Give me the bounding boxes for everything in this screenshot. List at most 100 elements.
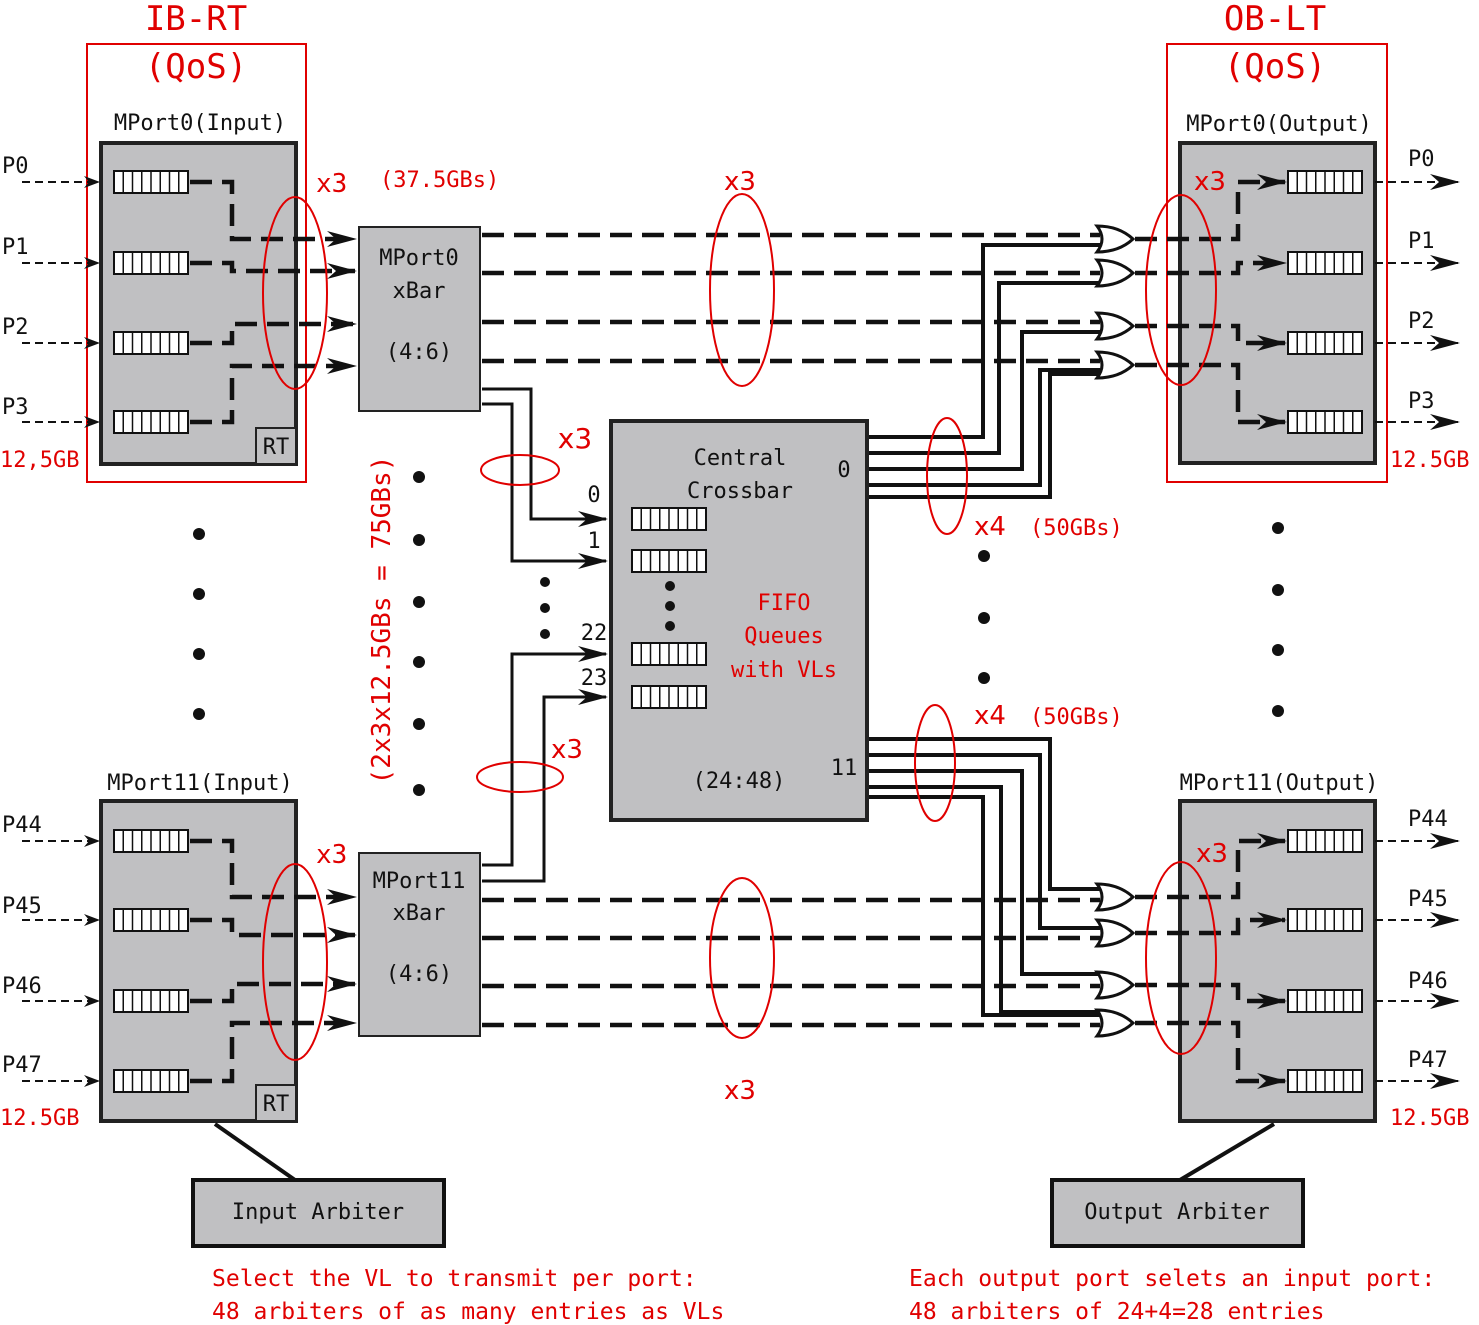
xbar-bypass-links-bot [482,897,1100,1028]
input-vl-queue [113,908,189,932]
rt-label-bot: RT [263,1092,290,1117]
port-label-p3-in: P3 [2,395,29,420]
central-in-23: 23 [581,666,608,691]
qos-link-ellipse [1145,194,1217,386]
central-line2: Crossbar [687,479,793,504]
central-crossbar [609,419,869,822]
port-label-p47-in: P47 [2,1053,42,1078]
qos-link-ellipse [262,863,328,1061]
input-vl-queue [113,331,189,355]
qos-link-ellipse [926,417,968,535]
or-gate [1093,311,1136,341]
link-group-ellipse-upper [480,454,560,486]
fifo-line1: FIFO [758,591,811,616]
ellipsis-dots [193,471,1284,796]
input-arbiter-label: Input Arbiter [232,1200,404,1225]
port-label-p44-out: P44 [1408,807,1448,832]
input-vl-queue [113,989,189,1013]
port-label-p2-out: P2 [1408,309,1435,334]
rt-box-top [255,427,297,465]
mult-x4-top-bw: (50GBs) [1030,516,1123,541]
qos-link-ellipse [262,196,328,390]
mport0-output-label: MPort0(Output) [1186,112,1371,137]
input-arbiter-box [191,1178,446,1248]
mult-x3-mid-top: x3 [724,167,756,197]
input-arbiter-note-2: 48 arbiters of as many entries as VLs [212,1299,724,1325]
port-label-p44-in: P44 [2,813,42,838]
mport11-input-label: MPort11(Input) [107,771,292,796]
mport11-xbar-ratio: (4:6) [386,962,452,987]
central-out-bus-top [869,243,1100,499]
output-vl-queue [1287,989,1363,1013]
port-label-p1-in: P1 [2,235,29,260]
mult-x3-central-top: x3 [558,422,592,455]
mport0-xbar-line2: xBar [393,279,446,304]
output-vl-queue [1287,908,1363,932]
central-fifo-queue [631,549,707,573]
port-queues [113,170,1363,1093]
central-fifo-queue [631,642,707,666]
output-arbiter-note-2: 48 arbiters of 24+4=28 entries [909,1299,1324,1325]
rate-in-top: 12,5GB [0,448,79,473]
central-ratio: (24:48) [693,769,786,794]
mport11-output-box [1178,799,1377,1123]
mult-x3-in-top: x3 [316,169,347,199]
input-arbiter-connector [213,1122,297,1182]
output-vl-queue [1287,1069,1363,1093]
central-in-1: 1 [587,529,600,554]
central-out-11: 11 [831,756,858,781]
mport11-xbar-line2: xBar [393,901,446,926]
input-vl-queue [113,1069,189,1093]
output-vl-queue [1287,251,1363,275]
port-label-p46-in: P46 [2,974,42,999]
port-label-p45-in: P45 [2,894,42,919]
mult-x3-out-top: x3 [1194,167,1226,197]
ib-rt-title: IB-RT [145,0,247,39]
input-vl-queue [113,170,189,194]
or-gate [1093,258,1136,288]
port-label-p0-out: P0 [1408,147,1435,172]
central-in-0: 0 [587,483,600,508]
qos-link-ellipse [709,193,775,387]
mult-x4-bot: x4 [974,701,1006,731]
or-gate [1093,918,1136,948]
input-vl-queue [113,410,189,434]
vertical-bandwidth-label: (2x3x12.5GBs = 75GBs) [367,456,397,785]
mport0-xbar-bw: (37.5GBs) [380,168,499,193]
central-fifo-queue [631,507,707,531]
rt-label-top: RT [263,435,290,460]
ob-lt-title: OB-LT [1224,0,1326,39]
or-gate [1093,350,1136,380]
output-vl-queue [1287,410,1363,434]
ob-lt-subtitle: (QoS) [1224,47,1326,87]
output-arbiter-label: Output Arbiter [1084,1200,1269,1225]
input-internal-links-bot [190,838,357,1084]
port-label-p45-out: P45 [1408,887,1448,912]
rate-out-top: 12.5GB [1390,448,1469,473]
ib-rt-subtitle: (QoS) [145,47,247,87]
central-fifo-queue [631,685,707,709]
external-port-arrows [22,174,1460,1089]
rate-out-bot: 12.5GB [1390,1106,1469,1131]
mult-x3-central-bot: x3 [551,735,583,765]
input-vl-queue [113,251,189,275]
mport0-output-box [1178,141,1377,465]
qos-link-ellipse [914,704,956,822]
rate-in-bot: 12.5GB [0,1106,79,1131]
input-vl-queue [113,829,189,853]
mport0-input-label: MPort0(Input) [114,111,286,136]
mport0-xbar-line1: MPort0 [379,246,458,271]
central-line1: Central [694,446,787,471]
central-in-22: 22 [581,621,608,646]
rt-box-bot [255,1084,297,1122]
mult-x3-mid-bot: x3 [724,1076,756,1106]
or-gate [1093,224,1136,254]
fifo-line2: Queues [744,624,823,649]
xbar-bypass-links-top [482,232,1100,364]
port-label-p0-in: P0 [2,154,29,179]
mult-x4-bot-bw: (50GBs) [1030,705,1123,730]
central-fifo-queues [631,507,707,709]
mport11-xbar-line1: MPort11 [373,869,466,894]
or-gate [1093,970,1136,1000]
